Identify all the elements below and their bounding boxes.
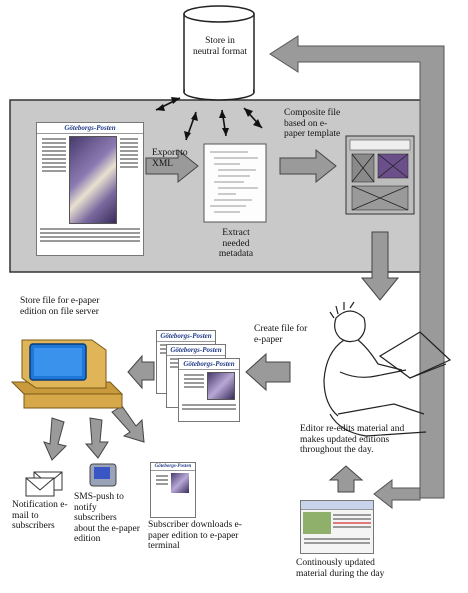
create-file-label: Create file for e-paper [254, 324, 308, 345]
editor-reedits-label: Editor re-edits material and makes updat… [300, 424, 405, 455]
composite-arrow [279, 148, 337, 184]
composite-file-label: Composite file based on e-paper template [284, 108, 341, 139]
sms-push-label: SMS-push to notify subscribers about the… [74, 492, 140, 544]
store-file-server-label: Store file for e-paper edition on file s… [20, 296, 100, 317]
papers-to-computer-arrow [127, 354, 155, 390]
extract-metadata-label: Extract needed metadata [218, 228, 254, 259]
edition-photo [207, 372, 235, 400]
computer-to-email-arrow [43, 417, 67, 461]
desktop-computer-icon [10, 339, 124, 409]
terminal-masthead: Göteborgs-Posten [151, 463, 195, 471]
feedback-loop-arrow [269, 35, 445, 499]
mobile-phone-icon [89, 463, 117, 487]
database-cylinder-icon [183, 5, 255, 101]
editor-person-icon [323, 301, 452, 437]
notification-email-label: Notification e-mail to subscribers [12, 500, 68, 531]
envelope-icon [25, 471, 63, 497]
web-page-header [301, 501, 373, 510]
export-arrow [145, 148, 199, 184]
web-to-editor-arrow [328, 465, 364, 493]
xml-document-icon [203, 143, 267, 223]
epaper-terminal-icon: Göteborgs-Posten [150, 462, 196, 518]
loop-to-web-arrow [373, 478, 421, 510]
terminal-photo [171, 473, 189, 493]
web-page-icon [300, 500, 374, 554]
store-neutral-label: Store in neutral format [192, 36, 248, 57]
newspaper-masthead: Göteborgs-Posten [37, 123, 143, 134]
subscriber-downloads-label: Subscriber downloads e-paper edition to … [148, 520, 242, 551]
down-to-editor-arrow [360, 231, 400, 301]
epaper-template-icon [345, 135, 415, 215]
computer-to-sms-arrow [84, 417, 109, 459]
source-newspaper-icon: Göteborgs-Posten [36, 122, 144, 256]
editor-to-papers-arrow [245, 352, 291, 392]
edition-masthead: Göteborgs-Posten [179, 359, 239, 370]
epaper-edition-3: Göteborgs-Posten [178, 358, 240, 422]
continuously-updated-label: Continously updated material during the … [296, 558, 385, 579]
web-page-photo [303, 512, 331, 534]
edition-masthead: Göteborgs-Posten [167, 345, 225, 356]
edition-masthead: Göteborgs-Posten [157, 331, 215, 342]
computer-to-terminal-arrow [111, 405, 145, 443]
export-xml-label: Export to XML [152, 148, 188, 169]
newspaper-photo [69, 136, 117, 224]
